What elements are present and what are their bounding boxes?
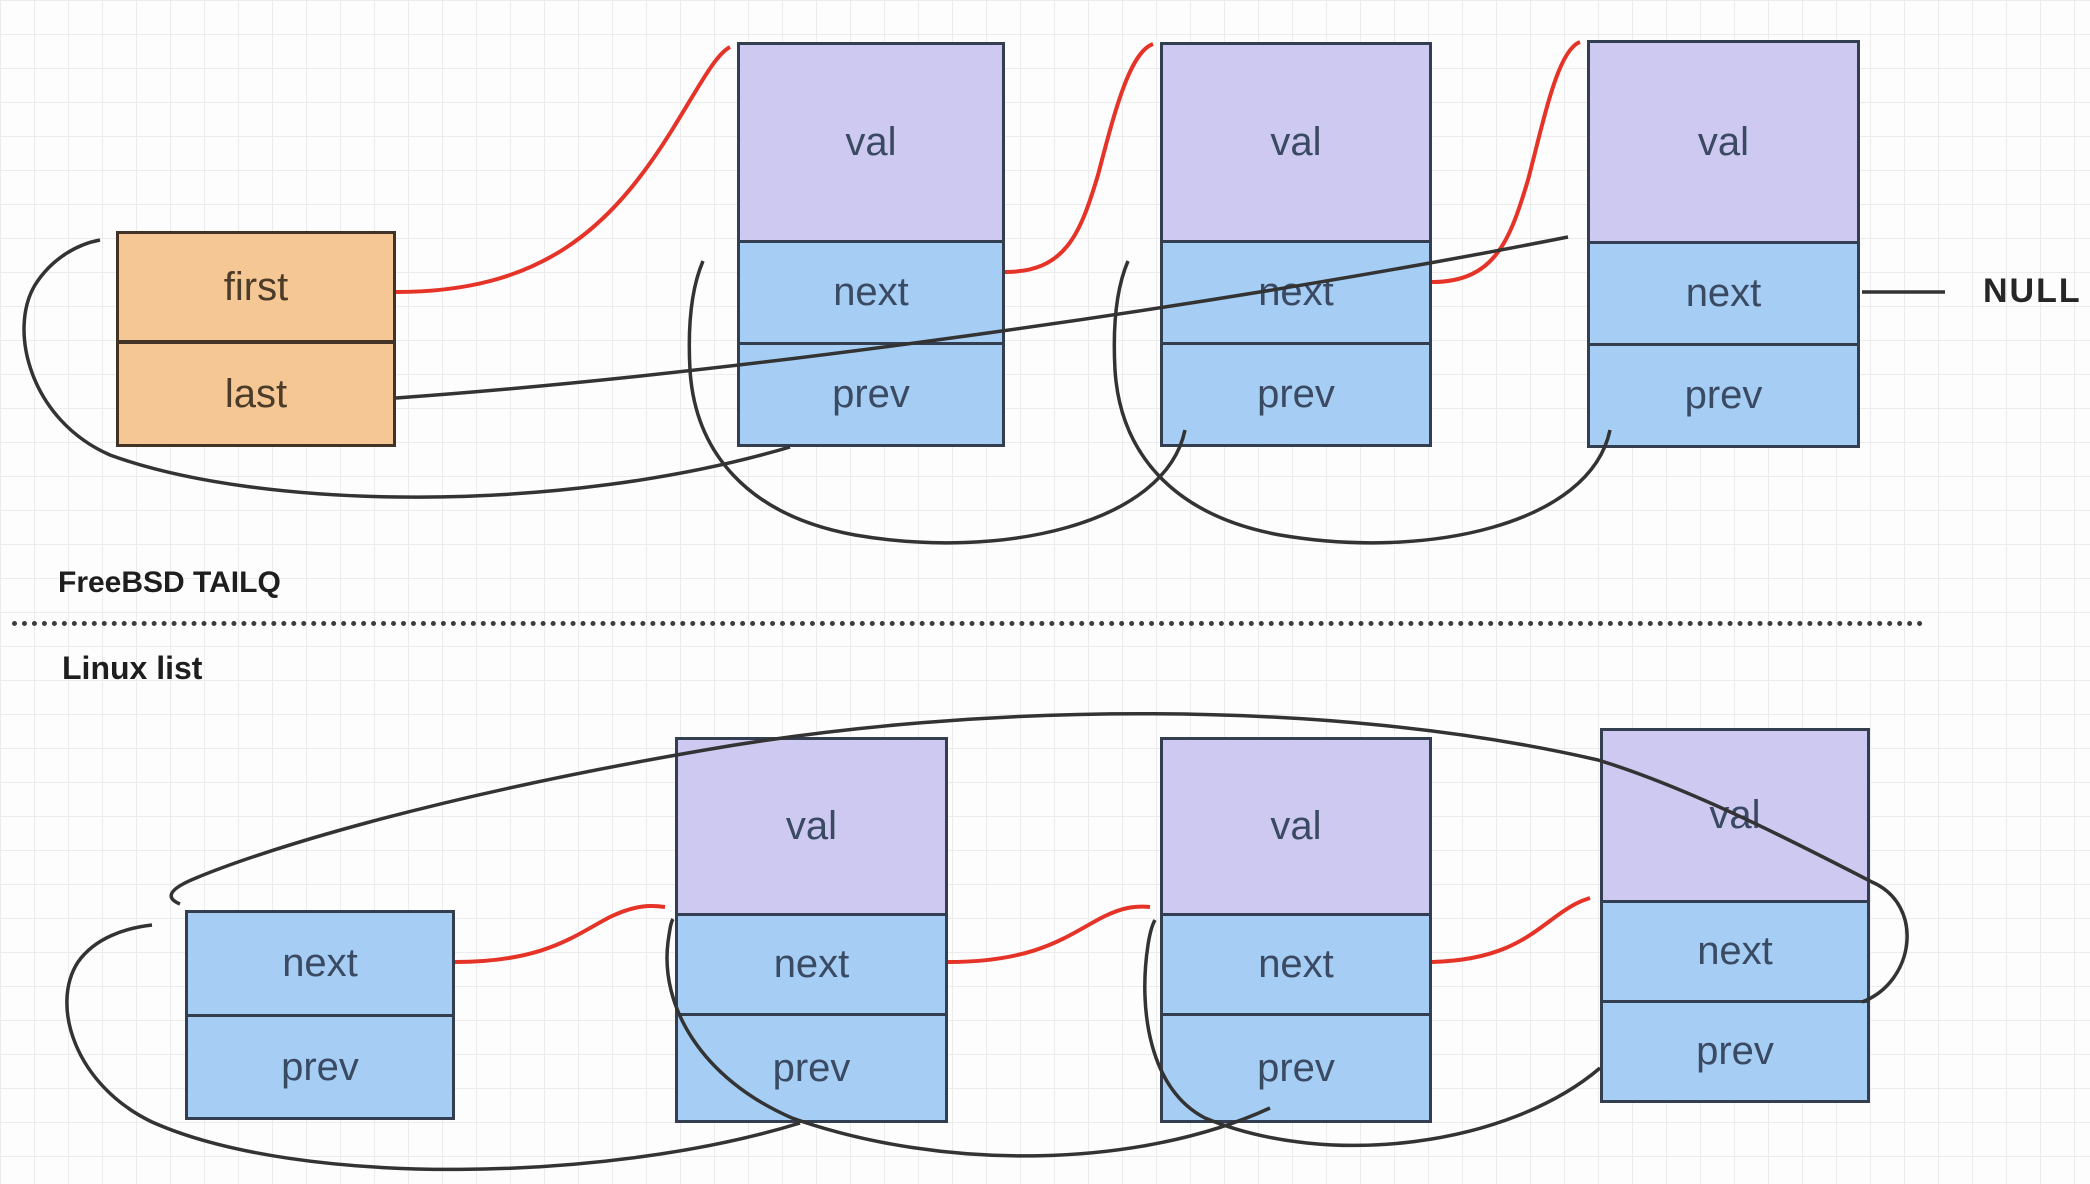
linux-node-3-next-cell: next: [1603, 900, 1867, 1000]
arrow-linux-node1-next-to-node2[interactable]: [947, 904, 1151, 964]
tailq-head-first-label: first: [223, 264, 289, 309]
linux-head-next-label: next: [282, 941, 358, 985]
tailq-head-box[interactable]: first last: [116, 231, 396, 447]
tailq-node-2-next-cell: next: [1163, 240, 1429, 342]
linux-node-1[interactable]: val next prev: [675, 737, 948, 1123]
linux-head-prev-label: prev: [281, 1044, 359, 1089]
tailq-head-last-label: last: [224, 371, 288, 416]
tailq-node-2-val-cell: val: [1163, 45, 1429, 240]
linux-node-2-next-label: next: [1258, 942, 1334, 986]
tailq-head-last-cell: last: [119, 340, 393, 444]
linux-node-2-val-label: val: [1270, 804, 1322, 848]
tailq-node-3-val-cell: val: [1590, 43, 1857, 241]
tailq-node-1-next-cell: next: [740, 240, 1002, 342]
tailq-node-3-next-cell: next: [1590, 241, 1857, 343]
tailq-node-1[interactable]: val next prev: [737, 42, 1005, 447]
arrow-tailq-node1-next-to-node2[interactable]: [1004, 42, 1154, 274]
linux-node-1-prev-cell: prev: [678, 1013, 945, 1120]
linux-head-box[interactable]: next prev: [185, 910, 455, 1120]
linux-node-1-prev-label: prev: [772, 1045, 851, 1090]
tailq-node-2-prev-cell: prev: [1163, 342, 1429, 444]
tailq-node-1-val-label: val: [845, 120, 897, 164]
linux-node-3-val-label: val: [1709, 793, 1761, 837]
linux-head-prev-cell: prev: [188, 1014, 452, 1117]
tailq-node-2-val-label: val: [1270, 120, 1322, 164]
arrow-linux-head-next-to-node1[interactable]: [454, 904, 666, 964]
null-label[interactable]: NULL: [1983, 272, 2082, 310]
tailq-node-3-val-label: val: [1697, 119, 1750, 164]
linux-node-3-val-cell: val: [1603, 731, 1867, 900]
linux-node-2-prev-cell: prev: [1163, 1013, 1429, 1120]
tailq-node-1-prev-cell: prev: [740, 342, 1002, 444]
linux-node-1-next-cell: next: [678, 913, 945, 1013]
linux-node-3-prev-cell: prev: [1603, 1000, 1867, 1100]
section-divider-dotted-line: [12, 621, 1924, 626]
linux-node-2-next-cell: next: [1163, 913, 1429, 1013]
arrow-linux-node2-next-to-node3[interactable]: [1431, 896, 1591, 964]
linux-node-2-prev-label: prev: [1257, 1045, 1335, 1090]
tailq-node-3[interactable]: val next prev: [1587, 40, 1860, 448]
tailq-node-3-next-label: next: [1685, 271, 1762, 315]
linux-node-3-next-label: next: [1697, 929, 1773, 973]
tailq-node-3-prev-cell: prev: [1590, 343, 1857, 445]
linux-node-2-val-cell: val: [1163, 740, 1429, 913]
tailq-node-3-prev-label: prev: [1684, 373, 1763, 417]
linux-list-label[interactable]: Linux list: [62, 650, 203, 686]
arrow-tailq-first-to-node1[interactable]: [395, 45, 732, 294]
linux-node-1-val-cell: val: [678, 740, 945, 913]
freebsd-tailq-label[interactable]: FreeBSD TAILQ: [58, 566, 281, 599]
linux-node-1-next-label: next: [773, 942, 850, 986]
arrow-tailq-node2-next-to-node3[interactable]: [1431, 40, 1581, 284]
tailq-node-2-next-label: next: [1258, 270, 1334, 314]
tailq-node-2-prev-label: prev: [1257, 372, 1335, 416]
linux-node-3[interactable]: val next prev: [1600, 728, 1870, 1103]
tailq-head-first-cell: first: [119, 234, 393, 340]
tailq-node-2[interactable]: val next prev: [1160, 42, 1432, 447]
linux-node-3-prev-label: prev: [1696, 1029, 1774, 1073]
linux-node-1-val-label: val: [785, 804, 838, 848]
tailq-node-1-prev-label: prev: [832, 372, 910, 416]
tailq-node-1-val-cell: val: [740, 45, 1002, 240]
tailq-node-1-next-label: next: [833, 270, 909, 314]
linux-node-2[interactable]: val next prev: [1160, 737, 1432, 1123]
linux-head-next-cell: next: [188, 913, 452, 1014]
